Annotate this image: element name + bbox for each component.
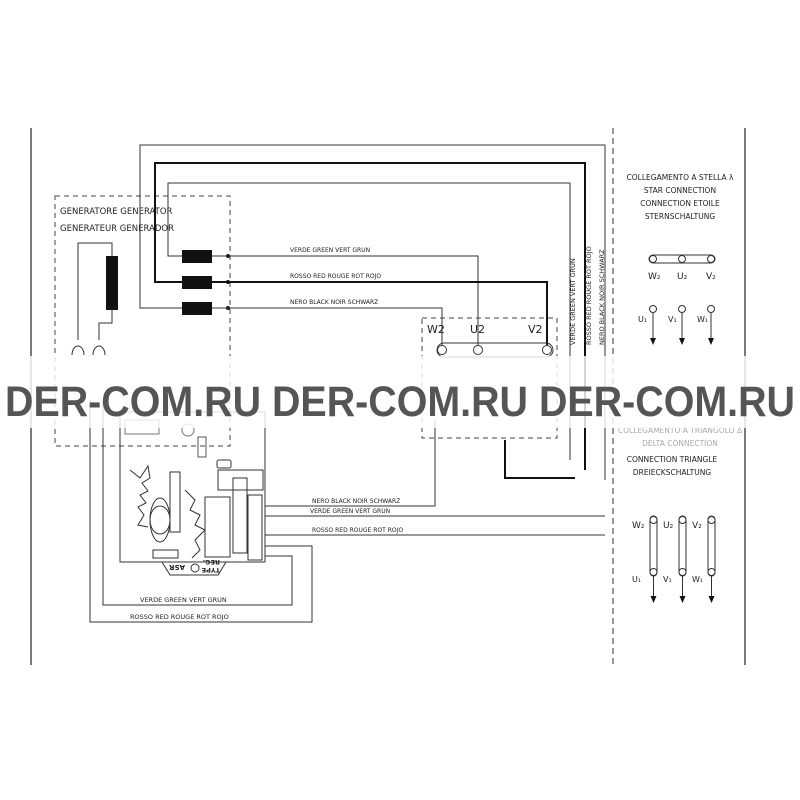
wire-green (212, 255, 479, 345)
wire-label-red-vertical: ROSSO RED ROUGE ROT ROJO (585, 246, 593, 345)
avr-wire-label-black: NERO BLACK NOIR SCHWARZ (312, 498, 400, 505)
wire-label-red: ROSSO RED ROUGE ROT ROJO (290, 273, 381, 280)
generator-label: GENERATORE GENERATOR (60, 207, 173, 217)
wire-label-green: VERDE GREEN VERT GRUN (290, 247, 370, 254)
delta-label: W₂ (632, 521, 645, 531)
star-connection: COLLEGAMENTO A STELLA λ STAR CONNECTION … (627, 173, 735, 345)
stator-coil (182, 302, 212, 315)
avr-reg-label: REG. (203, 558, 220, 566)
delta-label: V₁ (663, 575, 672, 584)
delta-title: COLLEGAMENTO A TRIANGOLO Δ (618, 426, 743, 435)
wire (98, 310, 113, 340)
star-title: COLLEGAMENTO A STELLA λ (627, 173, 735, 182)
star-label: V₁ (668, 315, 677, 324)
terminal-bridge (436, 342, 554, 358)
wire (504, 440, 575, 479)
wire-black (139, 144, 606, 480)
star-label: U₂ (677, 272, 688, 282)
exciter-wire-label-red: ROSSO RED ROUGE ROT ROJO (130, 613, 229, 621)
avr-asr-label: ASR (169, 563, 185, 571)
star-title: STERNSCHALTUNG (645, 212, 715, 221)
wire-black (212, 307, 443, 345)
star-label: W₂ (648, 272, 661, 282)
avr-wire-label-red: ROSSO RED ROUGE ROT ROJO (312, 527, 403, 534)
wire-red (212, 281, 548, 345)
delta-connection: COLLEGAMENTO A TRIANGOLO Δ DELTA CONNECT… (618, 426, 743, 603)
terminal-w2 (437, 345, 447, 355)
wire-green (167, 182, 571, 460)
terminal-u2 (473, 345, 483, 355)
exciter-wire-green (102, 400, 293, 606)
delta-label: V₂ (692, 521, 702, 531)
star-title: STAR CONNECTION (644, 186, 716, 195)
terminal-v2 (542, 345, 552, 355)
delta-label: W₁ (692, 575, 703, 584)
terminal-u2-label: U2 (470, 323, 485, 336)
wire-label-green-vertical: VERDE GREEN VERT GRUN (569, 258, 577, 345)
wire (77, 242, 113, 340)
wire-label-black-vertical: NERO BLACK NOIR SCHWARZ (598, 249, 606, 345)
delta-title: DREIECKSCHALTUNG (633, 468, 711, 477)
watermark: DER-COM.RU DER-COM.RU DER-COM.RU (5, 378, 795, 426)
wire-red (154, 162, 586, 470)
generator-box (54, 195, 231, 447)
brush-terminal (71, 345, 85, 356)
avr-board: ASR REG. TYPE (119, 411, 266, 576)
wire-label-black: NERO BLACK NOIR SCHWARZ (290, 299, 378, 306)
watermark-band (0, 356, 800, 428)
avr-wire-black (265, 420, 436, 507)
star-label: V₂ (706, 272, 716, 282)
exciter-wire-red (89, 400, 313, 623)
terminal-w2-label: W2 (427, 323, 445, 336)
delta-title: DELTA CONNECTION (642, 439, 718, 448)
star-title: CONNECTION ETOILE (640, 199, 720, 208)
arrow-down-icon (650, 596, 715, 603)
delta-title: CONNECTION TRIANGLE (627, 455, 718, 464)
exciter-wire-label-green: VERDE GREEN VERT GRUN (140, 596, 227, 604)
brush-terminal (92, 345, 106, 356)
exciter-winding (106, 256, 118, 310)
arrow-down-icon (650, 338, 714, 345)
delta-label: U₂ (663, 521, 674, 531)
star-label: W₁ (697, 315, 708, 324)
avr-wire-label-green: VERDE GREEN VERT GRUN (310, 508, 390, 515)
star-label: U₁ (638, 315, 647, 324)
generator-label-2: GENERATEUR GENERADOR (60, 224, 174, 234)
avr-type-label: TYPE (202, 566, 220, 574)
terminal-v2-label: V2 (528, 323, 543, 336)
stator-coil (182, 276, 212, 289)
stator-coil (182, 250, 212, 263)
delta-label: U₁ (632, 575, 641, 584)
